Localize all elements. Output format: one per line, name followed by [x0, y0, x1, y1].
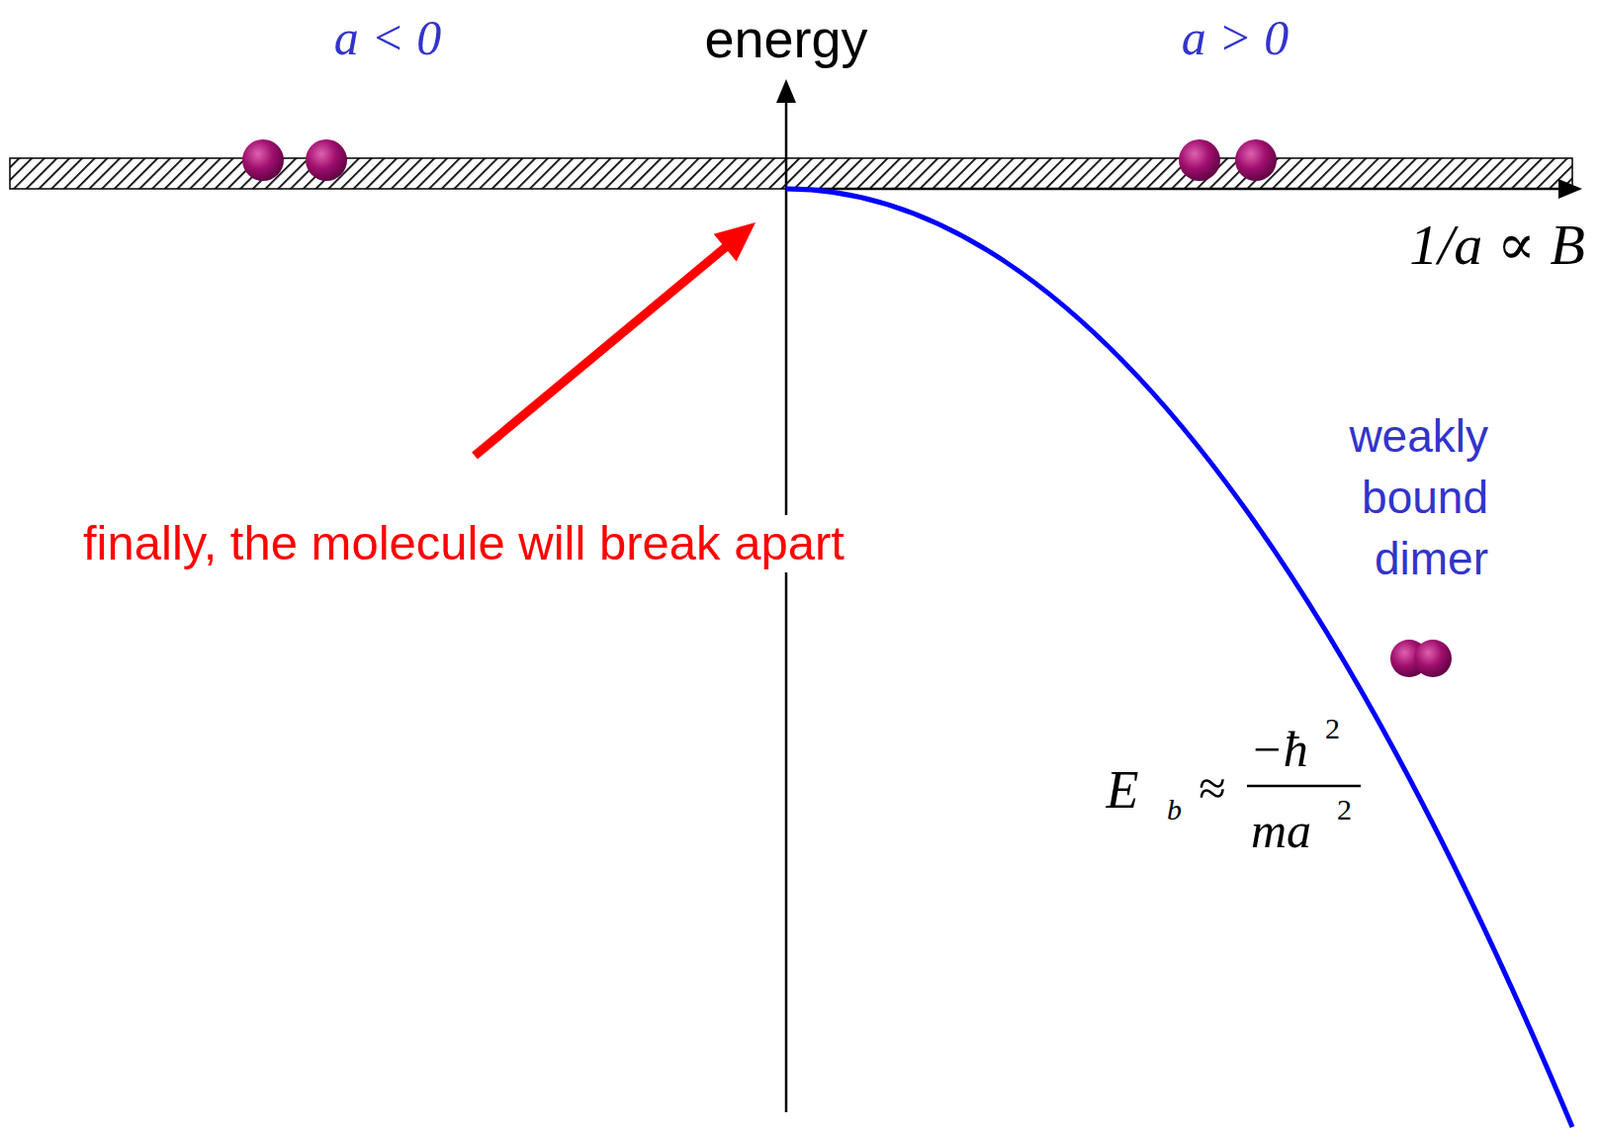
formula-exponent: 2 — [1336, 793, 1352, 826]
atom — [305, 139, 348, 181]
atom — [1235, 139, 1277, 181]
annotation: finally, the molecule will break apart — [79, 515, 849, 573]
axis-title: energy — [704, 9, 868, 69]
binding-energy-curve — [786, 188, 1573, 1128]
x-axis — [786, 187, 1568, 191]
y-axis — [785, 98, 789, 1113]
formula-subscript: b — [1166, 793, 1182, 826]
formula-symbol: E — [1106, 761, 1140, 820]
formula-numerator: −ħ — [1249, 722, 1309, 778]
pointer-arrowhead — [713, 222, 756, 263]
scattering-length-label: a > 0 — [1181, 10, 1290, 66]
y-axis-arrowhead — [776, 79, 797, 103]
axis-title: 1/a ∝ B — [1409, 213, 1586, 277]
x-axis-arrowhead — [1558, 178, 1583, 199]
atom — [1414, 639, 1452, 678]
atom — [1178, 139, 1221, 181]
state-label: weakly bound dimer — [1260, 405, 1489, 590]
scattering-length-label: a < 0 — [334, 10, 443, 66]
pointer-arrow — [474, 246, 727, 456]
formula-denominator: ma — [1250, 803, 1312, 859]
fraction-bar — [1246, 785, 1361, 789]
formula-exponent: 2 — [1325, 711, 1340, 745]
atom — [242, 139, 284, 181]
formula-symbol: ≈ — [1198, 761, 1226, 816]
